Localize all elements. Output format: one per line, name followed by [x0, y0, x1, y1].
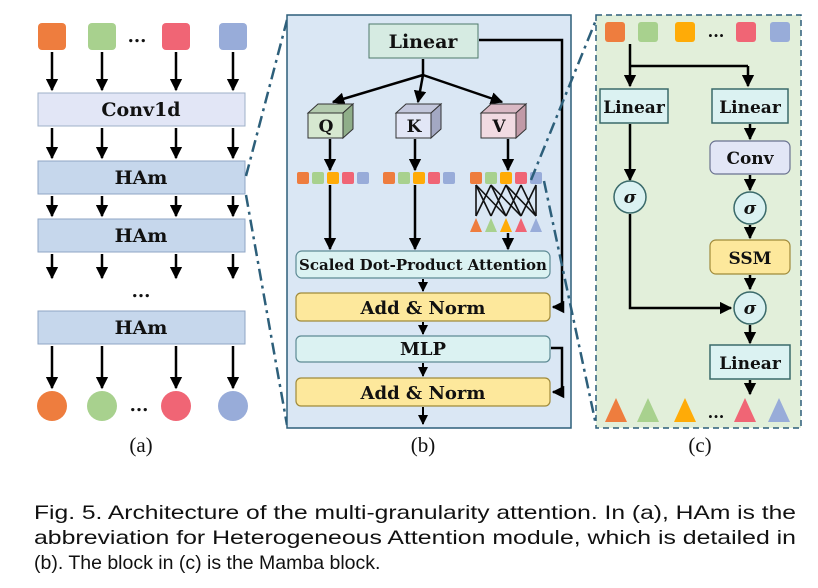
c-sigma-right-label: σ — [744, 199, 757, 219]
ham-box-2 — [37, 218, 246, 253]
c-sigma-gate-label: σ — [744, 299, 757, 319]
input-token-green — [88, 23, 116, 50]
k-token-row — [383, 172, 455, 184]
c-linear-bottom-label: Linear — [719, 354, 782, 374]
c-linear-right-label: Linear — [719, 98, 782, 118]
c-input-red — [736, 22, 756, 42]
mlp-box — [295, 335, 551, 363]
output-token-green — [87, 391, 117, 421]
c-input-blue — [770, 22, 790, 42]
arrows-to-ham1 — [45, 128, 240, 160]
zoom-lines-b-to-c — [529, 19, 598, 426]
linear-label-b: Linear — [389, 31, 459, 53]
ham-label-3: HAm — [115, 317, 168, 339]
attention-label: Scaled Dot-Product Attention — [299, 256, 547, 274]
conv1d-box — [37, 92, 246, 127]
output-ellipsis: ... — [130, 395, 149, 416]
c-left-branch-to-gate — [628, 214, 733, 315]
c-input-amber — [675, 22, 695, 42]
output-token-red — [161, 391, 191, 421]
mlp-label: MLP — [400, 339, 447, 360]
ham-box-1 — [37, 160, 246, 195]
arrows-to-ham2 — [45, 196, 240, 218]
c-sigma-left-label: σ — [624, 188, 637, 208]
c-conv-box — [709, 140, 791, 175]
c-sigma-gate — [733, 291, 767, 325]
c-output-blue — [768, 398, 790, 422]
c-ssm-box — [709, 239, 791, 275]
panel-a: ... Conv1d HAm HAm — [37, 23, 248, 457]
ham-label-1: HAm — [115, 167, 168, 189]
c-output-orange — [605, 398, 627, 422]
output-token-orange — [37, 391, 67, 421]
c-input-ellipsis: ... — [708, 22, 725, 41]
c-input-orange — [605, 22, 625, 42]
v-aggregation-lines — [475, 184, 537, 217]
panel-c-sublabel: (c) — [688, 433, 711, 457]
ham-stack-ellipsis: ... — [132, 281, 151, 302]
k-label: K — [407, 117, 423, 137]
panel-b-sublabel: (b) — [411, 433, 436, 457]
c-linear-bottom-box — [709, 344, 791, 380]
zoom-lines-a-to-b — [244, 19, 289, 426]
caption-line-1: Fig. 5. Architecture of the multi-granul… — [34, 502, 796, 524]
figure-caption: Fig. 5. Architecture of the multi-granul… — [34, 502, 796, 574]
c-output-ellipsis: ... — [708, 403, 725, 422]
c-linear-left-box — [599, 88, 669, 124]
ham-label-2: HAm — [115, 225, 168, 247]
arrows-after-ham2 — [45, 254, 240, 280]
v-cube: V — [479, 102, 528, 140]
q-token-row — [297, 172, 369, 184]
qkv-branches — [331, 59, 504, 105]
addnorm-box-2 — [295, 377, 551, 407]
linear-box-b — [368, 23, 479, 59]
input-ellipsis: ... — [128, 26, 147, 47]
c-output-red — [734, 398, 756, 422]
input-token-blue — [219, 23, 247, 50]
c-sigma-right — [733, 191, 767, 225]
addnorm-label-2: Add & Norm — [360, 383, 486, 404]
k-cube: K — [394, 102, 443, 140]
conv1d-label: Conv1d — [101, 99, 180, 121]
v-triangle-row — [470, 218, 542, 232]
c-input-green — [638, 22, 658, 42]
caption-line-3: (b). The block in (c) is the Mamba block… — [34, 552, 380, 574]
c-linear-left-label: Linear — [603, 98, 666, 118]
caption-line-2: abbreviation for Heterogeneous Attention… — [34, 527, 796, 549]
attention-box — [295, 250, 551, 279]
input-token-red — [162, 23, 190, 50]
addnorm-box-1 — [295, 292, 551, 322]
panel-c: ... Linear Linear σ Conv σ SSM σ — [595, 14, 802, 457]
v-token-row — [470, 172, 542, 184]
c-output-amber — [674, 398, 696, 422]
addnorm-label-1: Add & Norm — [360, 298, 486, 319]
arrows-to-conv — [45, 52, 240, 92]
panel-b: Linear Q K V — [286, 14, 572, 457]
ham-box-3 — [37, 310, 246, 345]
panel-a-sublabel: (a) — [129, 433, 152, 457]
c-input-split — [623, 44, 755, 88]
q-label: Q — [319, 117, 334, 137]
tokens-to-attention-arrows — [323, 185, 515, 251]
residual-connections — [479, 38, 565, 399]
c-ssm-label: SSM — [729, 249, 772, 269]
q-cube: Q — [306, 102, 355, 140]
v-label: V — [491, 117, 506, 137]
cube-to-tokens-arrows — [323, 139, 515, 172]
input-token-orange — [38, 23, 66, 50]
arrows-to-outputs — [45, 346, 240, 390]
c-linear-right-box — [711, 88, 789, 124]
c-sigma-left — [613, 180, 647, 214]
output-token-blue — [218, 391, 248, 421]
c-output-green — [637, 398, 659, 422]
c-conv-label: Conv — [726, 149, 774, 169]
